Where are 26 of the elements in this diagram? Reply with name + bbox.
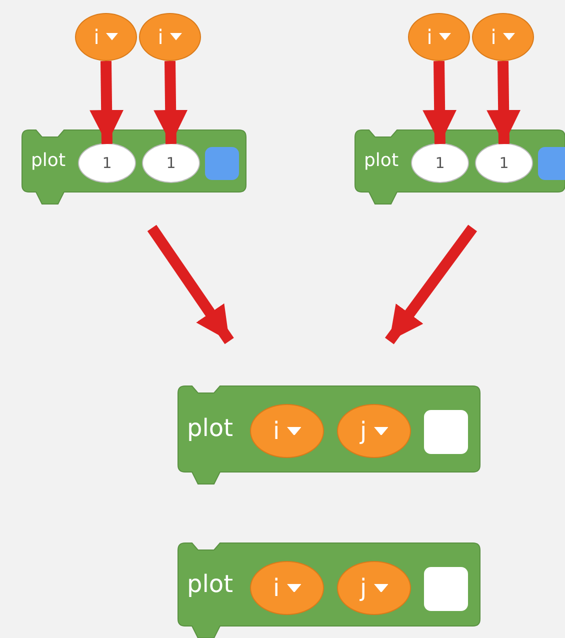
variable-name: i [426,25,432,49]
arrow [384,224,478,344]
arrow [147,224,234,344]
variable-name: i [272,417,280,445]
variable-name: i [272,574,280,602]
arrow [422,60,457,144]
color-swatch [205,147,239,180]
arrow [90,60,124,144]
block-label: plot [364,150,398,171]
block-label: plot [187,414,233,442]
code-block [178,386,480,484]
variable-name: i [490,25,496,49]
code-block [355,130,565,204]
code-block [178,543,480,638]
arrow [154,60,188,144]
code-block [22,130,246,204]
block-label: plot [31,150,66,171]
color-swatch [424,410,468,454]
variable-name: i [94,25,100,49]
color-swatch [538,147,565,180]
arrow [486,60,521,144]
variable-name: j [360,417,367,445]
color-swatch [424,567,468,611]
variable-name: j [360,574,367,602]
variable-name: i [158,25,164,49]
block-label: plot [187,570,233,598]
